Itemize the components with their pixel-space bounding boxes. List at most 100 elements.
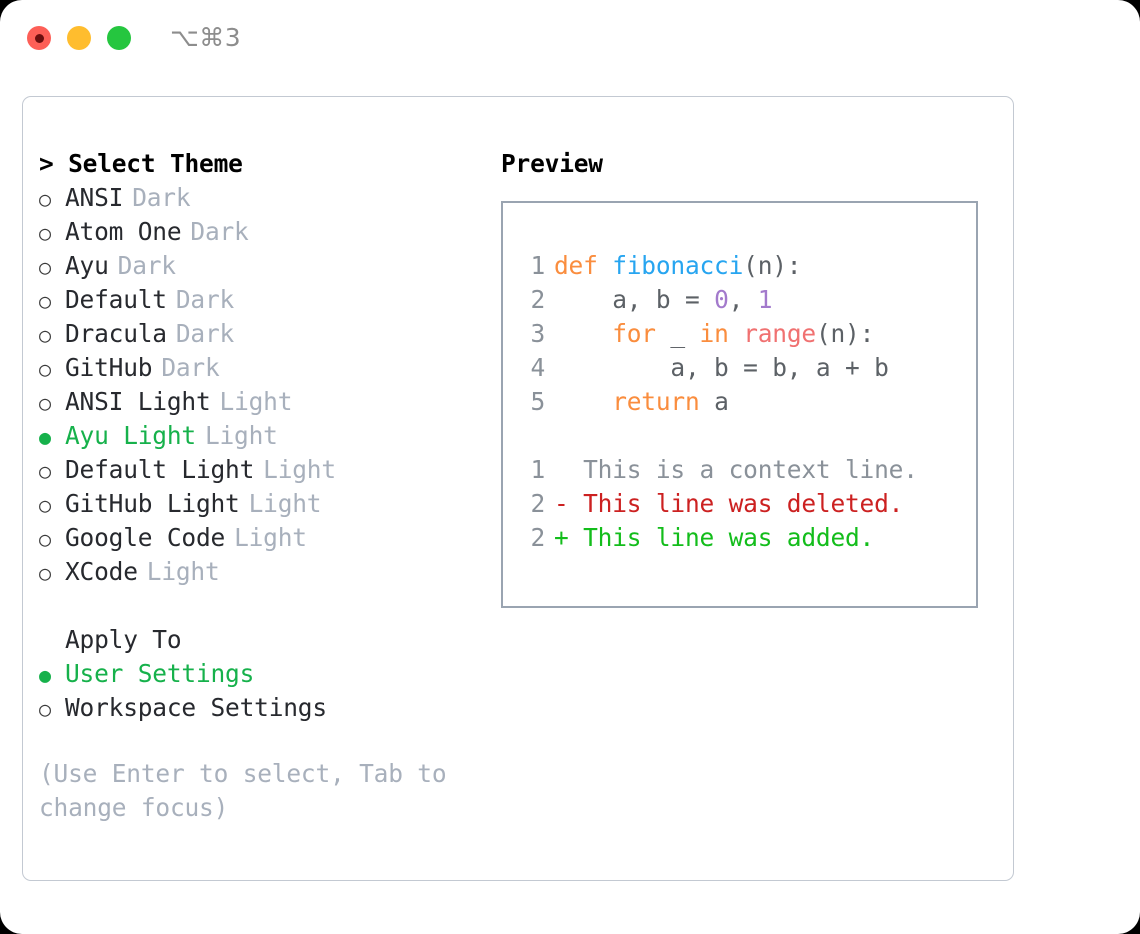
token-num: 1 xyxy=(757,285,773,314)
token-fn: fibonacci xyxy=(612,251,744,280)
option-label: Ayu Light xyxy=(65,421,196,450)
token-plain xyxy=(554,387,612,416)
token-plain: a, b = b, a + b xyxy=(554,353,889,382)
radio-unselected-icon: ○ xyxy=(39,697,51,721)
radio-unselected-icon: ○ xyxy=(39,255,51,279)
radio-unselected-icon: ○ xyxy=(39,221,51,245)
line-content: for _ in range(n): xyxy=(554,317,874,351)
token-ctx: This is a context line. xyxy=(554,455,918,484)
token-plain: (n): xyxy=(815,319,875,348)
code-line: 4 a, b = b, a + b xyxy=(520,351,976,385)
radio-unselected-icon: ○ xyxy=(39,187,51,211)
line-number: 4 xyxy=(530,353,545,382)
line-number: 1 xyxy=(530,455,545,484)
line-content: return a xyxy=(554,385,729,419)
line-number: 2 xyxy=(530,489,545,518)
code-blank-line xyxy=(520,419,976,453)
option-label: GitHub Light xyxy=(65,489,240,518)
option-label: Google Code xyxy=(65,523,226,552)
line-number: 1 xyxy=(530,251,545,280)
token-plain xyxy=(554,319,612,348)
option-variant-tag: Dark xyxy=(161,353,220,382)
diff-line: 2 - This line was deleted. xyxy=(520,487,976,521)
apply-to-option-workspace-settings[interactable]: ○Workspace Settings xyxy=(39,691,469,725)
line-content: a, b = b, a + b xyxy=(554,351,889,385)
section-spacer xyxy=(39,589,469,623)
token-num: 0 xyxy=(714,285,729,314)
line-content: def fibonacci(n): xyxy=(554,249,802,283)
radio-unselected-icon: ○ xyxy=(39,323,51,347)
line-number: 2 xyxy=(530,523,545,552)
radio-unselected-icon: ○ xyxy=(39,493,51,517)
preview-title: Preview xyxy=(501,149,603,178)
theme-option-ansi[interactable]: ○ ANSI Dark xyxy=(39,181,469,215)
close-window-button[interactable] xyxy=(27,26,51,50)
theme-option-ayu[interactable]: ○ Ayu Dark xyxy=(39,249,469,283)
code-line: 3 for _ in range(n): xyxy=(520,317,976,351)
token-kw: def xyxy=(554,251,613,280)
code-line: 1 def fibonacci(n): xyxy=(520,249,976,283)
radio-unselected-icon: ○ xyxy=(39,459,51,483)
token-plain: a xyxy=(699,387,729,416)
code-line: 5 return a xyxy=(520,385,976,419)
theme-option-github-light[interactable]: ○ GitHub Light Light xyxy=(39,487,469,521)
option-label: ANSI xyxy=(65,183,124,212)
option-variant-tag: Dark xyxy=(117,251,176,280)
apply-to-option-user-settings[interactable]: ●User Settings xyxy=(39,657,469,691)
option-variant-tag: Light xyxy=(263,455,336,484)
token-del: - This line was deleted. xyxy=(554,489,904,518)
option-variant-tag: Light xyxy=(146,557,220,586)
keyboard-hint-text: (Use Enter to select, Tab to change focu… xyxy=(39,759,447,822)
option-variant-tag: Light xyxy=(234,523,307,552)
option-label: ANSI Light xyxy=(65,387,211,416)
theme-option-atom-one[interactable]: ○ Atom One Dark xyxy=(39,215,469,249)
token-kw: in xyxy=(699,319,729,348)
option-label: XCode xyxy=(65,557,138,586)
token-plain: _ xyxy=(655,319,700,348)
theme-picker-title: > Select Theme xyxy=(39,149,243,178)
option-variant-tag: Dark xyxy=(175,319,235,348)
radio-selected-icon: ● xyxy=(39,663,51,687)
line-content: a, b = 0, 1 xyxy=(554,283,772,317)
minimize-window-button[interactable] xyxy=(67,26,91,50)
token-plain: , xyxy=(728,285,758,314)
line-content: This is a context line. xyxy=(554,453,918,487)
diff-sample-block: 1 This is a context line. 2 - This line wa… xyxy=(520,453,976,555)
diff-line: 2 + This line was added. xyxy=(520,521,976,555)
token-kw: for xyxy=(612,319,656,348)
option-variant-tag: Dark xyxy=(132,183,191,212)
radio-unselected-icon: ○ xyxy=(39,391,51,415)
option-variant-tag: Dark xyxy=(175,285,235,314)
line-number: 5 xyxy=(530,387,545,416)
theme-option-xcode[interactable]: ○ XCode Light xyxy=(39,555,469,589)
radio-unselected-icon: ○ xyxy=(39,561,51,585)
window-controls xyxy=(27,26,131,50)
line-number: 3 xyxy=(530,319,545,348)
option-label: Ayu xyxy=(65,251,109,280)
option-label: Atom One xyxy=(65,217,182,246)
line-content: - This line was deleted. xyxy=(554,487,903,521)
token-plain: (n): xyxy=(743,251,802,280)
maximize-window-button[interactable] xyxy=(107,26,131,50)
radio-unselected-icon: ○ xyxy=(39,289,51,313)
option-variant-tag: Dark xyxy=(190,217,249,246)
radio-selected-icon: ● xyxy=(39,425,51,449)
apply-to-option-list[interactable]: ●User Settings○Workspace Settings xyxy=(39,657,469,725)
line-content: + This line was added. xyxy=(554,521,874,555)
titlebar: ⌥⌘3 xyxy=(0,0,1140,78)
token-plain: a, b = xyxy=(554,285,715,314)
option-variant-tag: Light xyxy=(248,489,322,518)
